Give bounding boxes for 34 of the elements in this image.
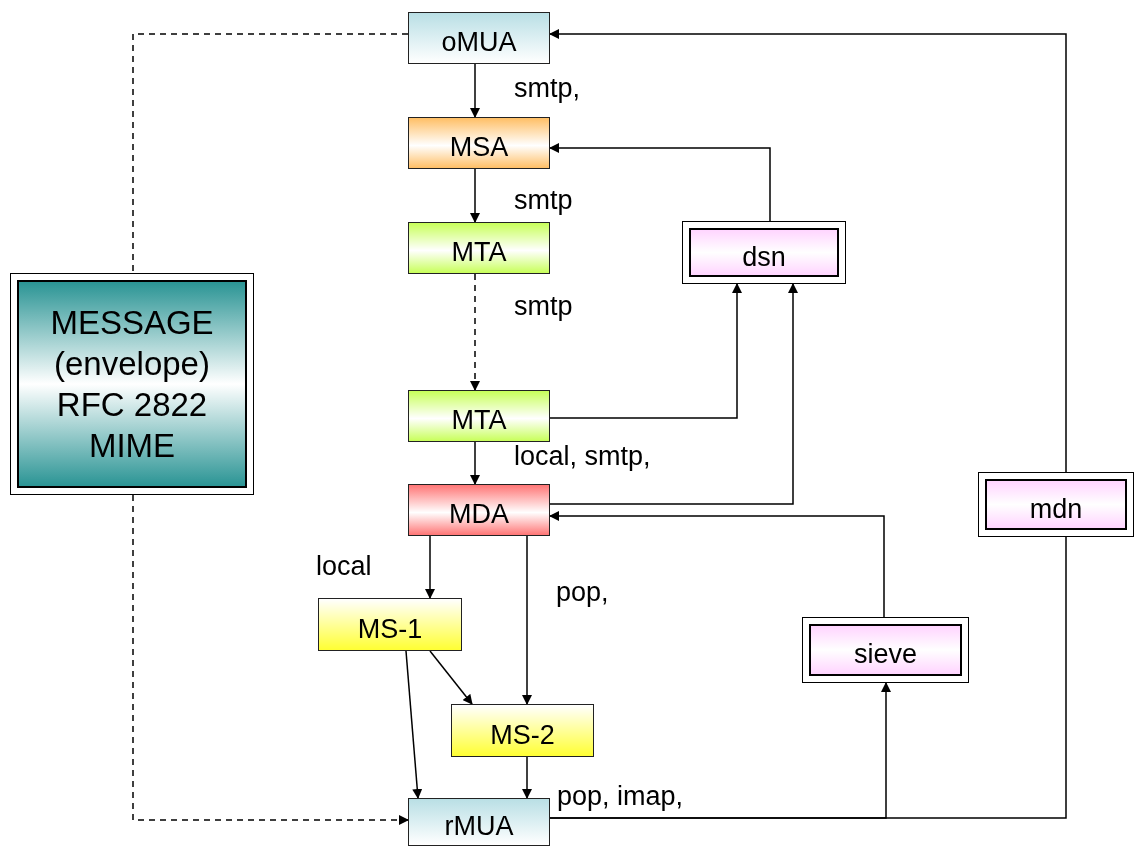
arrow: [132, 494, 409, 825]
arrow: [425, 535, 435, 599]
arrow: [522, 756, 532, 799]
arrow: [549, 511, 885, 618]
edge-label: smtp,: [514, 72, 580, 104]
arrow: [549, 143, 771, 222]
arrow: [405, 650, 423, 799]
process-box: MTA: [408, 390, 550, 442]
double-border-box: MESSAGE (envelope) RFC 2822 MIME: [10, 273, 254, 495]
process-box: rMUA: [408, 798, 550, 846]
process-box: MSA: [408, 117, 550, 169]
edge-label: smtp: [514, 184, 573, 216]
arrow: [470, 63, 480, 118]
arrow: [429, 650, 473, 705]
arrow: [470, 273, 480, 391]
edge-label: pop, imap,: [557, 780, 684, 812]
edge-label: smtp: [514, 290, 573, 322]
arrow: [470, 441, 480, 485]
arrow: [549, 283, 798, 505]
arrow: [549, 283, 742, 419]
arrow: [522, 535, 532, 705]
process-box: MDA: [408, 484, 550, 536]
arrow: [470, 168, 480, 223]
edge-label: local, smtp,: [514, 440, 651, 472]
double-border-box: mdn: [978, 472, 1134, 537]
process-box: oMUA: [408, 12, 550, 64]
edge-label: local: [316, 550, 372, 582]
edge-label: pop,: [556, 576, 609, 608]
process-box: MTA: [408, 222, 550, 274]
double-border-box: sieve: [802, 617, 969, 683]
process-box: MS-2: [451, 704, 594, 757]
double-border-box: dsn: [682, 221, 846, 284]
arrow: [549, 29, 1067, 473]
process-box: MS-1: [318, 598, 462, 651]
